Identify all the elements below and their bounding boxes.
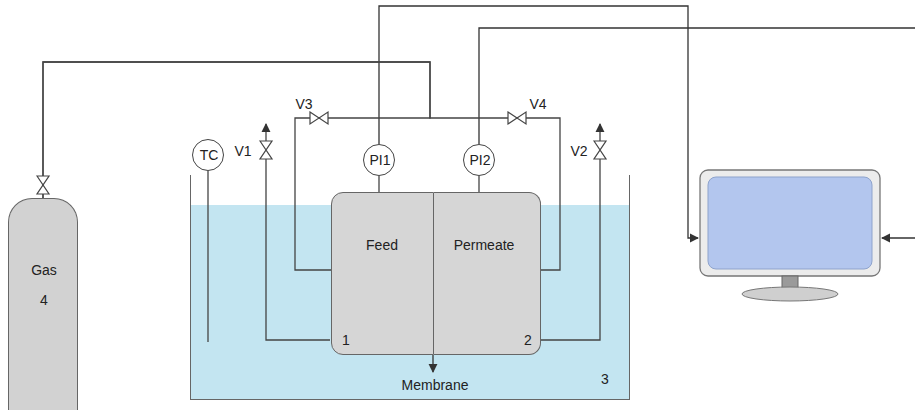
signal-wire <box>882 237 915 238</box>
gas-cylinder: Gas 4 <box>8 198 78 410</box>
node-text: PI1 <box>369 153 390 168</box>
node-text: Feed <box>366 238 398 253</box>
callout-number: 4 <box>40 293 48 308</box>
node-text: PI2 <box>469 153 490 168</box>
feed-chamber: Feed 1 <box>331 192 434 355</box>
node-text: 3 <box>601 372 609 387</box>
valve-symbol <box>508 112 526 124</box>
valve-symbol <box>310 112 328 124</box>
gas-pipe <box>43 62 430 270</box>
membrane-label: Membrane <box>402 378 469 393</box>
valve-label: V4 <box>529 97 546 112</box>
callout-number: 1 <box>342 333 350 348</box>
gas-pipe <box>478 176 479 192</box>
node-text: TC <box>200 148 219 163</box>
callout-number: 2 <box>524 333 532 348</box>
vent-arrow <box>265 124 266 142</box>
monitor-base <box>742 287 838 301</box>
node-text: Permeate <box>454 238 515 253</box>
vent-arrow <box>599 124 600 142</box>
signal-wire <box>479 28 915 144</box>
monitor-frame <box>700 170 880 276</box>
gas-pipe <box>43 62 560 270</box>
water-bath: 3 Feed 1 Permeate 2 <box>190 175 630 400</box>
valve-label: V3 <box>295 97 312 112</box>
pressure-gauge: PI1 <box>363 144 395 176</box>
valve-label: V1 <box>234 144 251 159</box>
vent-line <box>540 158 600 340</box>
thermocouple-gauge: TC <box>192 139 224 171</box>
monitor-screen <box>708 177 872 269</box>
thermocouple-probe <box>207 171 208 342</box>
permeate-chamber: Permeate 2 <box>434 192 541 355</box>
cylinder-valve <box>37 176 49 194</box>
pressure-gauge: PI2 <box>463 144 495 176</box>
node-text: Gas <box>31 263 57 278</box>
vent-line <box>266 158 330 340</box>
gas-pipe <box>378 176 379 192</box>
valve-label: V2 <box>570 144 587 159</box>
membrane-pointer <box>432 355 433 372</box>
valve-symbol <box>594 141 606 159</box>
valve-symbol <box>260 141 272 159</box>
